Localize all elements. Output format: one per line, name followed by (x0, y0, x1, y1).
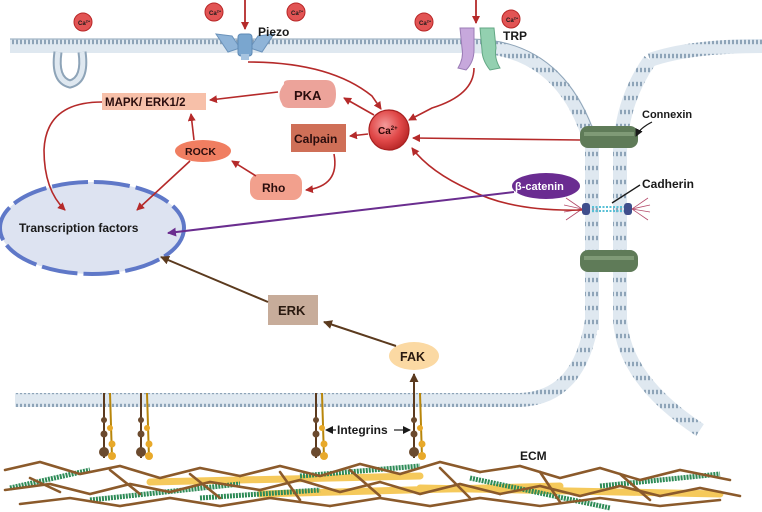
node-rock: ROCK (175, 140, 231, 162)
ca-ion-4: Ca2+ (414, 12, 434, 32)
right-cell-wall (613, 55, 704, 436)
node-rho: Rho (250, 174, 302, 200)
pointer-cadherin (611, 184, 641, 204)
svg-text:Ca2+: Ca2+ (209, 9, 222, 18)
arrow-beta-catenin-to-nucleus (167, 191, 515, 237)
arrow-rock-to-mapk (187, 113, 196, 141)
arrow-cadherin-to-ca (411, 147, 583, 211)
connexin-icon-upper (580, 126, 638, 148)
svg-text:MAPK/ ERK1/2: MAPK/ ERK1/2 (105, 97, 186, 109)
label-connexin: Connexin (642, 109, 692, 121)
arrow-connexin-to-ca (412, 134, 581, 143)
arrow-trp-to-ca (408, 67, 475, 121)
svg-text:Ca2+: Ca2+ (78, 19, 91, 28)
node-beta-catenin: β-catenin (512, 173, 580, 199)
node-erk: ERK (268, 295, 318, 325)
right-cell-top (647, 39, 762, 67)
arrow-mapk-to-nucleus (43, 101, 103, 211)
arrow-rho-to-rock (231, 160, 257, 177)
ca-ion-2: Ca2+ (204, 2, 224, 22)
integrin-3 (311, 392, 328, 460)
label-cadherin: Cadherin (642, 177, 694, 191)
svg-text:PKA: PKA (294, 88, 322, 103)
arrow-fak-to-erk (323, 320, 397, 347)
svg-text:Ca2+: Ca2+ (506, 16, 519, 25)
bottom-membrane (15, 318, 599, 407)
calcium-signaling-arrows (43, 61, 583, 211)
integrin-signaling-arrows (160, 255, 419, 393)
node-pka: PKA (279, 80, 336, 108)
ecm-fibers (3, 460, 742, 511)
arrow-ca-to-pka (343, 97, 375, 116)
top-membrane (10, 39, 597, 143)
ca-ion-5: Ca2+ (501, 9, 521, 29)
ca-ion-3: Ca2+ (286, 2, 306, 22)
trp-channel-icon (457, 27, 501, 71)
integrin-1 (99, 392, 116, 460)
cadherin-icon (563, 197, 651, 221)
label-ecm: ECM (520, 449, 547, 463)
ca-ion-1: Ca2+ (73, 12, 93, 32)
arrow-calpain-to-rho (305, 153, 336, 194)
svg-text:Ca2+: Ca2+ (378, 126, 398, 137)
svg-text:Ca2+: Ca2+ (291, 9, 304, 18)
svg-text:ROCK: ROCK (185, 146, 216, 158)
arrow-piezo-to-ca (247, 61, 382, 110)
connexin-icon-lower (580, 250, 638, 272)
node-fak: FAK (389, 342, 439, 370)
pointer-connexin (635, 121, 653, 137)
node-mapk-erk: MAPK/ ERK1/2 (102, 93, 206, 110)
label-transcription-factors: Transcription factors (19, 221, 139, 235)
arrow-erk-to-nucleus (160, 255, 269, 303)
vesicle-pit-icon (52, 51, 88, 89)
integrin-4 (409, 392, 426, 460)
node-calcium-center: Ca2+ (368, 109, 410, 151)
svg-text:Rho: Rho (262, 181, 285, 195)
arrow-ca-to-calpain (349, 131, 369, 140)
svg-text:Calpain: Calpain (294, 132, 337, 146)
arrow-rock-to-nucleus (136, 160, 191, 211)
svg-text:FAK: FAK (400, 350, 425, 364)
svg-text:β-catenin: β-catenin (515, 181, 564, 193)
label-integrins: Integrins (337, 423, 388, 437)
node-calpain: Calpain (291, 124, 346, 152)
membranes (10, 38, 762, 436)
label-trp: TRP (503, 29, 527, 43)
arrow-pka-to-mapk (209, 91, 279, 104)
integrin-2 (136, 392, 153, 460)
piezo-channel-icon (214, 33, 276, 60)
label-piezo: Piezo (258, 25, 289, 39)
svg-text:ERK: ERK (278, 303, 306, 318)
svg-text:Ca2+: Ca2+ (419, 19, 432, 28)
